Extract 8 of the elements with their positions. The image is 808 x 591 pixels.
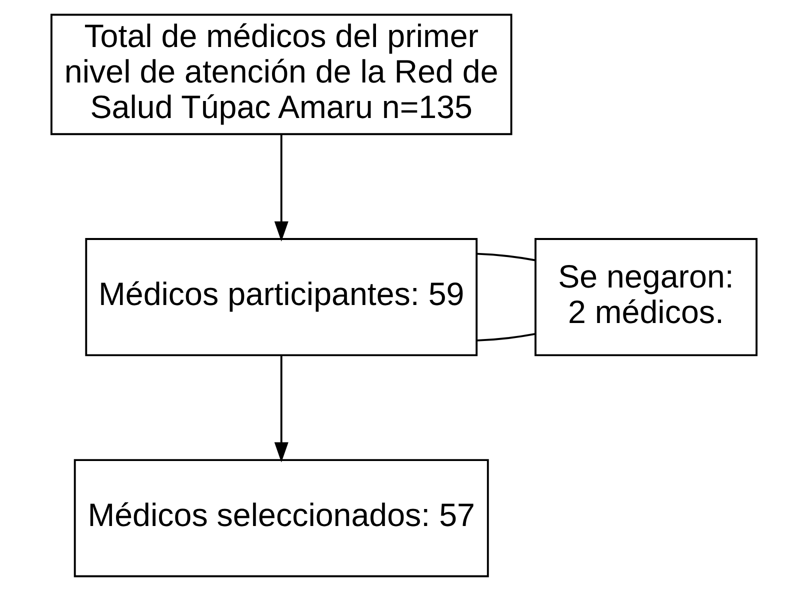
node-box: Médicos seleccionados: 57 xyxy=(74,459,489,578)
node-box: Total de médicos del primer nivel de atención de la Red de Salud Túpac Amaru n=135 xyxy=(50,14,512,136)
connector xyxy=(477,252,536,262)
arrow xyxy=(274,134,288,242)
node-box: Se negaron: 2 médicos. xyxy=(534,238,758,356)
connector xyxy=(477,333,536,342)
node-box: Médicos participantes: 59 xyxy=(85,238,478,356)
arrow xyxy=(274,355,288,462)
